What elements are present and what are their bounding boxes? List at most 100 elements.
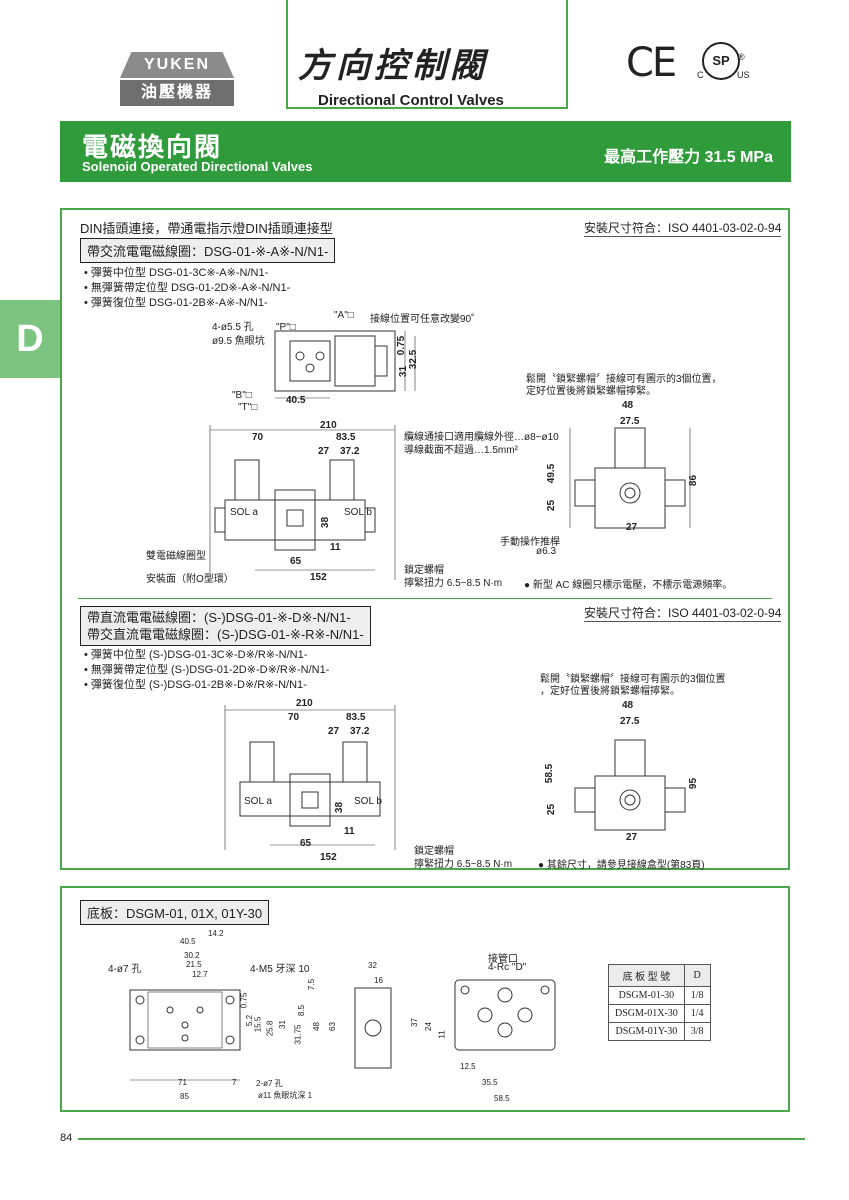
sp-spotface-2: ø11 魚眼坑深 1 — [258, 1091, 313, 1100]
ac-coil-label: 帶交流電電磁線圈：DSG-01-※-A※-N/N1- — [80, 238, 336, 263]
sp-dim-48: 48 — [311, 1022, 321, 1031]
dc-label-1: 帶直流電電磁線圈：(S-)DSG-01-※-D※-N/N1- — [87, 610, 351, 625]
callout-b-port: "B"□ — [232, 390, 252, 401]
sp-dim-71: 71 — [178, 1078, 187, 1087]
yuken-logo: YUKEN 油壓機器 — [120, 52, 234, 106]
dc-dim-27-5: 27.5 — [620, 716, 640, 727]
subplate-label: 底板：DSGM-01, 01X, 01Y-30 — [80, 900, 270, 925]
dim-27-b: 27 — [626, 522, 638, 533]
dc-dim-27: 27 — [328, 726, 340, 737]
dim-11: 11 — [330, 542, 341, 553]
max-pressure: 最高工作壓力 31.5 MPa — [604, 149, 773, 166]
csa-us: US — [737, 70, 750, 80]
section-tab-d: D — [0, 300, 60, 378]
sp-dim-7: 7 — [232, 1078, 237, 1087]
sp-dim-31: 31 — [277, 1020, 287, 1029]
port-label-2: 4-Rc "D" — [488, 962, 527, 973]
dim-25: 25 — [546, 499, 558, 512]
dc-dim-70: 70 — [288, 712, 300, 723]
sp-dim-40-5: 40.5 — [180, 937, 196, 946]
page-subtitle: Directional Control Valves — [318, 92, 504, 109]
subplate-top-view-drawing — [129, 989, 241, 1081]
ac-coil-note: ● 新型 AC 線圈只標示電壓，不標示電源頻率。 — [524, 580, 733, 591]
manual-lever-label: 手動操作推桿 — [500, 537, 560, 548]
dc-dim-48: 48 — [622, 700, 634, 711]
dim-70: 70 — [252, 432, 264, 443]
dc-dim-95: 95 — [688, 777, 700, 790]
dc-dim-210: 210 — [296, 698, 313, 709]
banner-title-cn: 電磁換向閥 — [82, 132, 223, 162]
table-cell: 1/8 — [683, 986, 711, 1005]
dc-dim-25: 25 — [546, 803, 558, 816]
mount-face-label: 安裝面（附O型環） — [146, 574, 234, 585]
csa-registered: ® — [738, 52, 745, 62]
table-cell: 1/4 — [683, 1004, 711, 1023]
callout-spotface: ø9.5 魚眼坑 — [212, 336, 265, 347]
callout-a-port: "A"□ — [334, 310, 354, 321]
sp-dim-37: 37 — [409, 1018, 419, 1027]
dim-152: 152 — [310, 572, 327, 583]
list-item: • 彈簧復位型 DSG-01-2B※-A※-N/N1- — [84, 297, 268, 309]
csa-mark-icon: SP — [702, 42, 740, 80]
sp-dim-31-75: 31.75 — [293, 1024, 303, 1045]
dim-48: 48 — [622, 400, 634, 411]
iso-standard-1: 安裝尺寸符合：ISO 4401-03-02-0-94 — [584, 221, 782, 237]
dc-sol-a-label: SOL a — [244, 796, 272, 807]
subplate-tap: 4-M5 牙深 10 — [250, 964, 310, 975]
sp-dim-14-2: 14.2 — [208, 929, 224, 938]
iso-standard-2: 安裝尺寸符合：ISO 4401-03-02-0-94 — [584, 606, 782, 622]
csa-c: C — [697, 70, 704, 80]
valve-top-view-drawing — [274, 330, 416, 399]
dc-dim-65: 65 — [300, 838, 312, 849]
table-cell: DSGM-01-30 — [608, 986, 685, 1005]
dc-note-text: 其餘尺寸，請參見接線盒型(第83頁) — [546, 860, 705, 871]
table-row: DSGM-01X-30 1/4 — [608, 1004, 711, 1023]
sp-dim-58-5: 58.5 — [494, 1094, 510, 1103]
manual-lever-dia: ø6.3 — [536, 546, 557, 557]
cable-spec: 纜線通接口適用纜線外徑…ø8~ø10 — [404, 432, 559, 443]
banner-title-en: Solenoid Operated Directional Valves — [82, 159, 313, 174]
port-label: 接管口 — [488, 954, 518, 965]
dim-27: 27 — [318, 446, 330, 457]
dim-38: 38 — [320, 516, 332, 529]
footer-line — [78, 1138, 805, 1140]
dc-valve-end-view-drawing — [574, 739, 686, 831]
dim-37-2: 37.2 — [340, 446, 360, 457]
table-cell: DSGM-01Y-30 — [608, 1022, 685, 1041]
sp-dim-15-5: 15.5 — [253, 1016, 263, 1033]
logo-top-text: YUKEN — [120, 52, 234, 78]
callout-p-port: "P"□ — [276, 322, 296, 333]
sp-dim-35-5: 35.5 — [482, 1078, 498, 1087]
dc-lock-nut: 鎖定螺帽 — [414, 846, 454, 857]
list-item: • 無彈簧帶定位型 DSG-01-2D※-A※-N/N1- — [84, 282, 291, 294]
sol-b-label: SOL b — [344, 507, 372, 518]
sp-holes-2: 2-ø7 孔 — [256, 1079, 283, 1088]
dc-label-2: 帶交直流電電磁線圈：(S-)DSG-01-※-R※-N/N1- — [87, 627, 364, 642]
dc-dim-37-2: 37.2 — [350, 726, 370, 737]
logo-bottom-text: 油壓機器 — [120, 80, 234, 106]
dc-coil-label: 帶直流電電磁線圈：(S-)DSG-01-※-D※-N/N1- 帶交直流電電磁線圈… — [80, 606, 371, 646]
dc-sol-b-label: SOL b — [354, 796, 382, 807]
din-heading: DIN插頭連接，帶通電指示燈DIN插頭連接型 — [80, 221, 333, 236]
list-item: • 彈簧中位型 (S-)DSG-01-3C※-D※/R※-N/N1- — [84, 649, 308, 661]
subplate-table: 底 板 型 號 D DSGM-01-30 1/8 DSGM-01X-30 1/4… — [608, 964, 711, 1041]
subplate-side-view-drawing — [354, 987, 392, 1069]
ac-model-list: • 彈簧中位型 DSG-01-3C※-A※-N/N1- • 無彈簧帶定位型 DS… — [84, 266, 290, 311]
sp-dim-16: 16 — [374, 976, 383, 985]
dc-torque: 擰緊扭力 6.5~8.5 N·m — [414, 859, 513, 870]
table-row: DSGM-01Y-30 3/8 — [608, 1022, 711, 1041]
valve-side-view-drawing — [209, 425, 396, 580]
dc-dim-58-5: 58.5 — [544, 763, 556, 784]
valve-end-view-drawing — [569, 427, 691, 529]
dc-lock-note: 鬆開〝鎖緊螺帽〞接線可有圖示的3個位置 — [540, 674, 726, 685]
dc-model-list: • 彈簧中位型 (S-)DSG-01-3C※-D※/R※-N/N1- • 無彈簧… — [84, 648, 329, 693]
callout-wiring: 接線位置可任意改變90˚ — [370, 314, 475, 325]
dim-40-5: 40.5 — [286, 395, 306, 406]
dc-dim-11: 11 — [344, 826, 355, 837]
header-underline — [286, 107, 568, 109]
product-banner: 電磁換向閥 Solenoid Operated Directional Valv… — [60, 121, 791, 182]
dc-note: ● 其餘尺寸，請參見接線盒型(第83頁) — [538, 860, 705, 871]
din-section-box — [60, 208, 790, 870]
ac-coil-note-text: 新型 AC 線圈只標示電壓，不標示電源頻率。 — [532, 580, 733, 591]
table-row: DSGM-01-30 1/8 — [608, 986, 711, 1005]
